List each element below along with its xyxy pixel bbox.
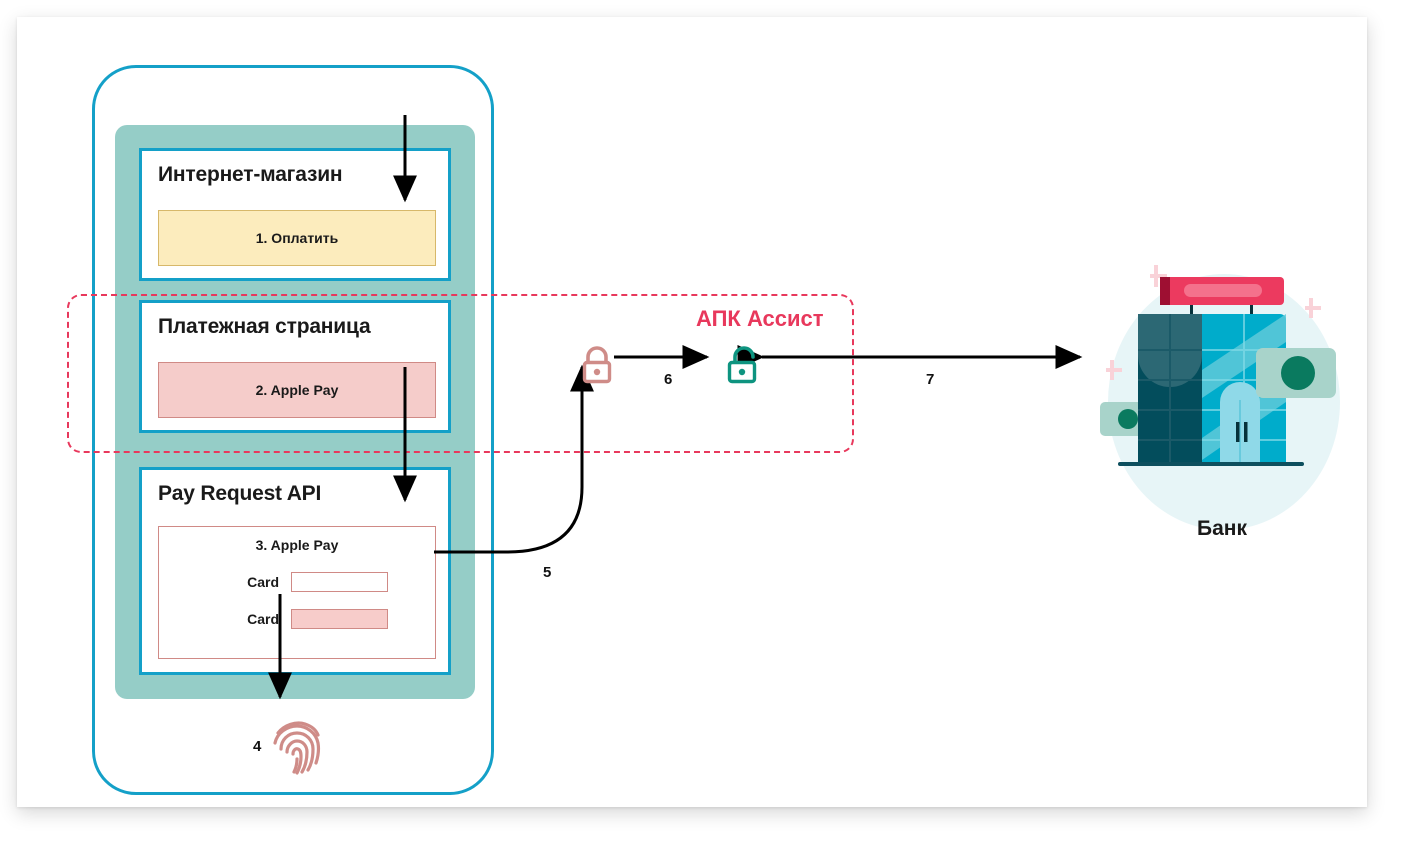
card-input-2[interactable] <box>291 609 388 629</box>
panel-title-internet-shop: Интернет-магазин <box>158 163 343 186</box>
apple-pay-button[interactable]: 2. Apple Pay <box>158 362 436 418</box>
sparkle-icon <box>1106 265 1321 380</box>
bank-entrance <box>1220 382 1260 464</box>
card-input-1[interactable] <box>291 572 388 592</box>
bank-note-left <box>1100 402 1146 436</box>
panel-pay-request-api[interactable]: Pay Request API 3. Apple Pay Card Card <box>139 467 451 675</box>
apple-pay-form-title: 3. Apple Pay <box>255 537 339 553</box>
bank-illustration <box>1092 252 1352 552</box>
step-number-7: 7 <box>917 371 944 388</box>
card-field-label: Card <box>247 611 279 627</box>
bank-building-left <box>1138 314 1202 464</box>
apk-assist-label: АПК Ассист <box>696 306 824 331</box>
card-field-row: Card <box>159 608 435 630</box>
step-number-6: 6 <box>656 371 681 388</box>
card-field-label: Card <box>247 574 279 590</box>
fingerprint-icon <box>273 721 320 775</box>
step-number-5: 5 <box>534 564 561 581</box>
diagram-card: Интернет-магазин 1. Оплатить Платежная с… <box>17 17 1367 807</box>
lock-closed-icon <box>582 346 612 384</box>
panel-payment-page[interactable]: Платежная страница 2. Apple Pay <box>139 300 451 433</box>
panel-title-payment-page: Платежная страница <box>158 315 371 338</box>
bank-note-right <box>1256 348 1336 398</box>
panel-title-pay-request-api: Pay Request API <box>158 482 322 505</box>
lock-open-icon <box>727 346 757 384</box>
step-number-4: 4 <box>253 738 262 755</box>
bank-sign <box>1160 277 1284 305</box>
pay-button[interactable]: 1. Оплатить <box>158 210 436 266</box>
bank-label: Банк <box>1197 517 1247 540</box>
card-field-row: Card <box>159 571 435 593</box>
apple-pay-form[interactable]: 3. Apple Pay Card Card <box>158 526 436 659</box>
panel-internet-shop[interactable]: Интернет-магазин 1. Оплатить <box>139 148 451 281</box>
